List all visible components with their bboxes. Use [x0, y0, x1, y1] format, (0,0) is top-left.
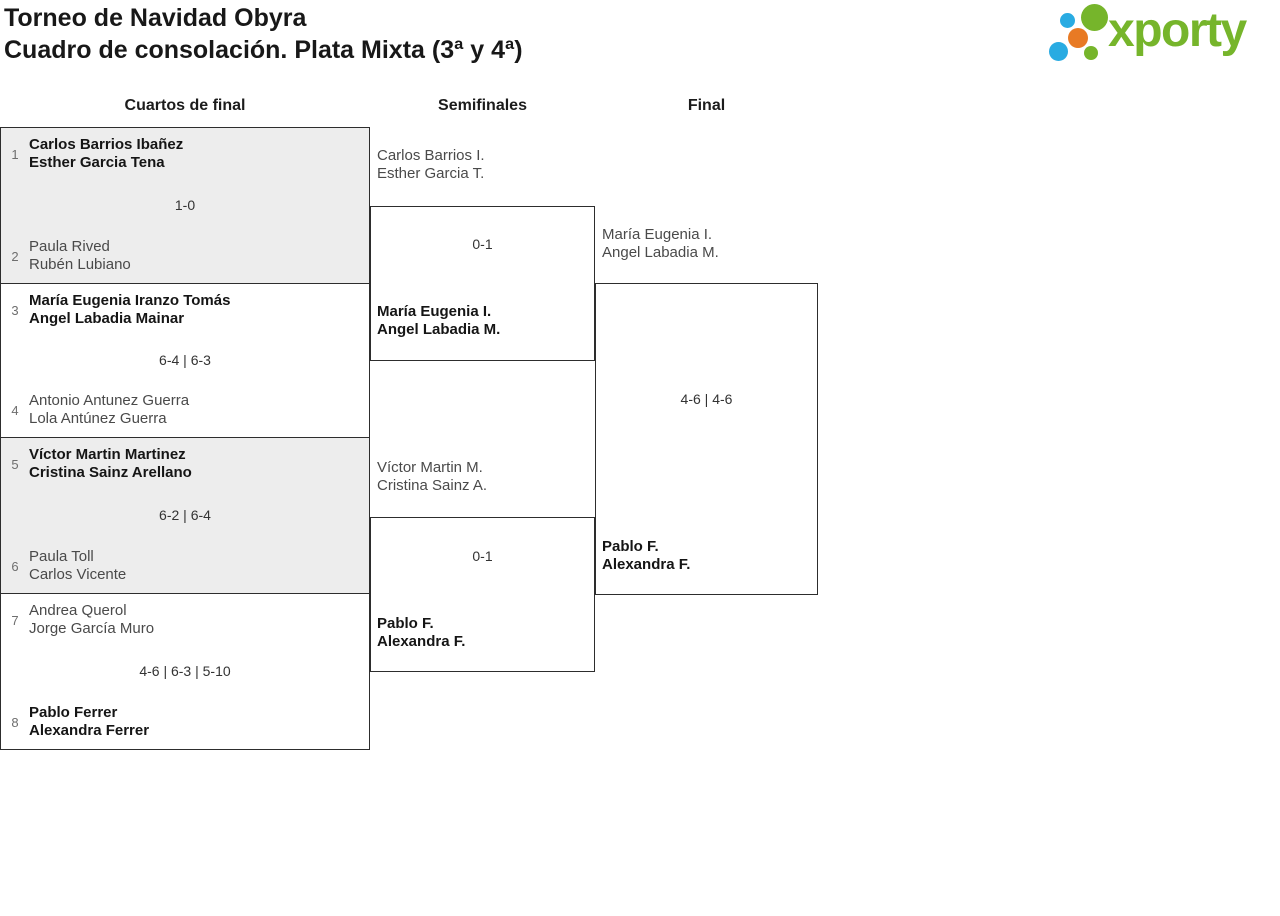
logo-wordmark: xporty	[1108, 4, 1247, 57]
xporty-logo[interactable]: xporty	[1040, 0, 1280, 72]
team-row: 8 Pablo Ferrer Alexandra Ferrer	[7, 704, 149, 740]
round-header-semifinals: Semifinales	[438, 97, 527, 114]
team-name: Carlos Barrios Ibañez Esther Garcia Tena	[29, 136, 184, 171]
team-name: María Eugenia I. Angel Labadia M.	[602, 226, 719, 261]
seed-number: 2	[11, 248, 19, 264]
team-row: 6 Paula Toll Carlos Vicente	[7, 548, 126, 584]
semifinal-match-2	[370, 517, 595, 672]
team-name: María Eugenia I. Angel Labadia M.	[377, 303, 501, 338]
team-name: Víctor Martin Martinez Cristina Sainz Ar…	[29, 446, 192, 481]
team-row: 5 Víctor Martin Martinez Cristina Sainz …	[7, 446, 192, 482]
logo-dot-orange-icon	[1068, 28, 1088, 48]
round-header-quarterfinals: Cuartos de final	[124, 97, 246, 114]
team-name: Antonio Antunez Guerra Lola Antúnez Guer…	[29, 392, 190, 427]
match-score: 0-1	[472, 236, 493, 252]
team-name: Pablo F. Alexandra F.	[602, 538, 691, 573]
seed-number: 6	[11, 558, 19, 574]
team-name: Víctor Martin M. Cristina Sainz A.	[377, 459, 488, 494]
match-score: 4-6 | 6-3 | 5-10	[139, 662, 231, 679]
team-name: Paula Toll Carlos Vicente	[29, 548, 127, 583]
team-name: Paula Rived Rubén Lubiano	[29, 238, 131, 273]
seed-number: 4	[11, 402, 19, 418]
team-row: 4 Antonio Antunez Guerra Lola Antúnez Gu…	[7, 392, 189, 428]
quarterfinal-match-3: 5 Víctor Martin Martinez Cristina Sainz …	[0, 437, 370, 594]
quarterfinal-match-1: 1 Carlos Barrios Ibañez Esther Garcia Te…	[0, 127, 370, 284]
seed-number: 8	[11, 714, 19, 730]
quarterfinal-match-4: 7 Andrea Querol Jorge García Muro 4-6 | …	[0, 593, 370, 750]
final-match	[595, 283, 818, 595]
logo-dot-blue-large-icon	[1049, 42, 1068, 61]
match-score: 6-2 | 6-4	[159, 506, 211, 523]
team-row: 1 Carlos Barrios Ibañez Esther Garcia Te…	[7, 136, 183, 172]
seed-number: 1	[11, 146, 19, 162]
team-name: Carlos Barrios I. Esther Garcia T.	[377, 147, 485, 182]
seed-number: 5	[11, 456, 19, 472]
match-score: 6-4 | 6-3	[159, 351, 211, 368]
team-name: Andrea Querol Jorge García Muro	[29, 602, 155, 637]
team-name: Pablo F. Alexandra F.	[377, 615, 466, 650]
team-name: Pablo Ferrer Alexandra Ferrer	[29, 704, 150, 739]
logo-dot-green-large-icon	[1081, 4, 1108, 31]
page-title: Torneo de Navidad Obyra Cuadro de consol…	[4, 2, 523, 66]
seed-number: 3	[11, 302, 19, 318]
team-row: 3 María Eugenia Iranzo Tomás Angel Labad…	[7, 292, 230, 328]
match-score: 1-0	[174, 196, 196, 213]
round-header-final: Final	[687, 97, 726, 114]
bracket-subtitle: Cuadro de consolación. Plata Mixta (3ª y…	[4, 36, 523, 64]
quarterfinal-match-2: 3 María Eugenia Iranzo Tomás Angel Labad…	[0, 283, 370, 438]
team-row: 7 Andrea Querol Jorge García Muro	[7, 602, 154, 638]
match-score: 4-6 | 4-6	[680, 391, 733, 407]
tournament-title: Torneo de Navidad Obyra	[4, 4, 307, 32]
team-row: 2 Paula Rived Rubén Lubiano	[7, 238, 131, 274]
match-score: 0-1	[472, 548, 493, 564]
logo-dot-blue-small-icon	[1060, 13, 1075, 28]
seed-number: 7	[11, 612, 19, 628]
team-name: María Eugenia Iranzo Tomás Angel Labadia…	[29, 292, 231, 327]
logo-dot-green-small-icon	[1084, 46, 1098, 60]
semifinal-match-1	[370, 206, 595, 361]
